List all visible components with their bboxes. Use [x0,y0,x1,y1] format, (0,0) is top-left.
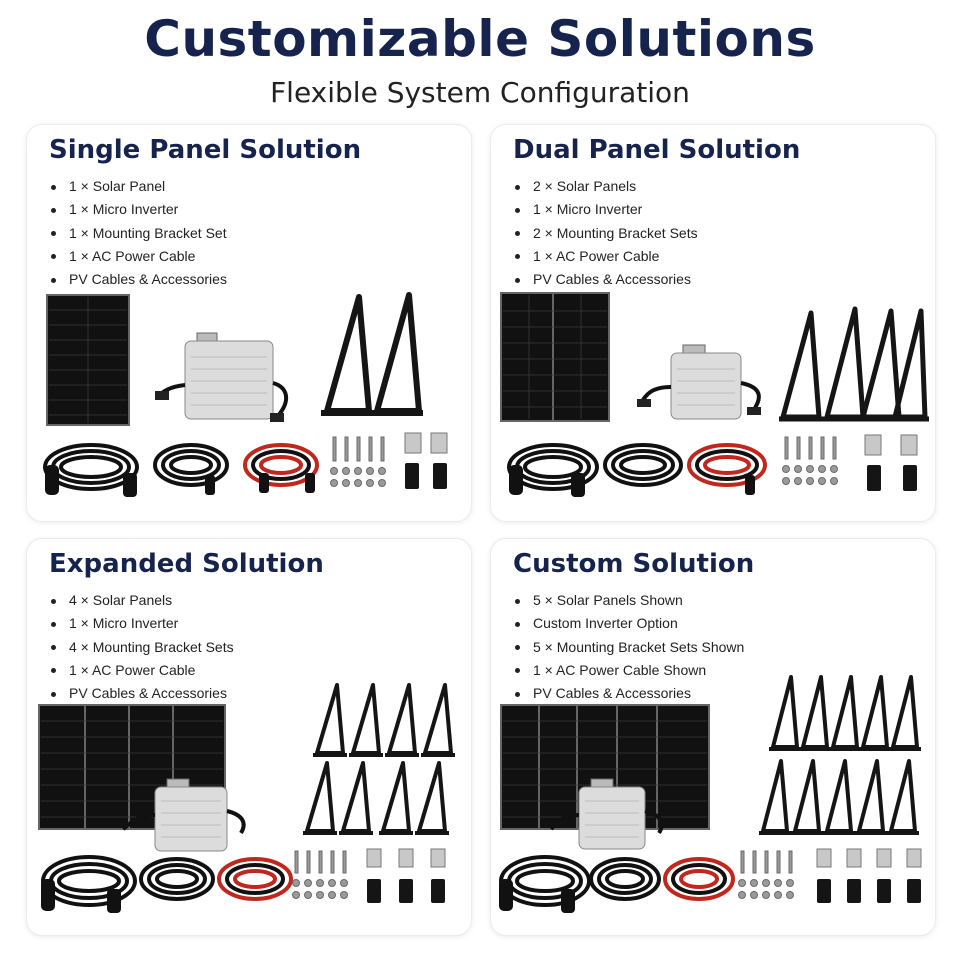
panel-clamp-icon [366,848,446,903]
list-item: Custom Inverter Option [513,612,744,635]
pv-cable-red-icon [663,857,735,901]
page-title: Customizable Solutions [144,10,816,68]
panel-clamp-icon [864,434,918,491]
ac-power-cable-icon [507,443,599,491]
panel-clamp-icon [816,848,922,903]
component-list: 1 × Solar Panel 1 × Micro Inverter 1 × M… [49,175,227,291]
micro-inverter-icon [155,332,289,422]
list-item: 2 × Solar Panels [513,175,698,198]
mounting-bracket-icon [759,675,921,835]
component-list: 2 × Solar Panels 1 × Micro Inverter 2 × … [513,175,698,291]
custom-illustration [499,675,922,913]
list-item: 1 × AC Power Cable Shown [513,659,744,682]
list-item: 2 × Mounting Bracket Sets [513,222,698,245]
card-expanded: Expanded Solution 4 × Solar Panels 1 × M… [26,538,472,936]
card-custom: Custom Solution 5 × Solar Panels Shown C… [490,538,936,936]
list-item: 1 × AC Power Cable [513,245,698,268]
component-list: 5 × Solar Panels Shown Custom Inverter O… [513,589,744,705]
bolts-and-nuts-icon [738,850,794,899]
bolts-and-nuts-icon [782,436,838,485]
ac-power-cable-icon [41,855,137,907]
list-item: 1 × Mounting Bracket Set [49,222,227,245]
solar-panel-icon [500,292,610,422]
list-item: PV Cables & Accessories [513,682,744,705]
list-item: 4 × Mounting Bracket Sets [49,636,234,659]
list-item: 1 × Micro Inverter [513,198,698,221]
mounting-bracket-icon [303,683,455,835]
panel-clamp-icon [404,432,448,489]
list-item: 1 × AC Power Cable [49,659,234,682]
micro-inverter-icon [549,778,664,850]
dual-panel-illustration [500,292,929,497]
list-item: 5 × Mounting Bracket Sets Shown [513,636,744,659]
card-title: Dual Panel Solution [513,135,801,165]
bolts-and-nuts-icon [292,850,348,899]
list-item: PV Cables & Accessories [49,268,227,291]
micro-inverter-icon [637,344,761,420]
bolts-and-nuts-icon [330,436,386,487]
list-item: 1 × Micro Inverter [49,612,234,635]
list-item: 1 × Solar Panel [49,175,227,198]
pv-cable-red-icon [687,443,767,487]
expanded-illustration [38,683,455,913]
solar-panel-icon [46,294,130,426]
single-panel-illustration [43,292,448,497]
pv-cable-black-icon [153,443,229,487]
pv-cable-black-icon [603,443,683,487]
card-title: Single Panel Solution [49,135,362,165]
pv-cable-red-icon [243,443,319,487]
list-item: 5 × Solar Panels Shown [513,589,744,612]
list-item: PV Cables & Accessories [49,682,234,705]
ac-power-cable-icon [499,855,591,907]
page-subtitle: Flexible System Configuration [270,76,690,109]
card-title: Custom Solution [513,549,755,579]
component-list: 4 × Solar Panels 1 × Micro Inverter 4 × … [49,589,234,705]
list-item: 4 × Solar Panels [49,589,234,612]
card-title: Expanded Solution [49,549,324,579]
pv-cable-black-icon [139,857,215,901]
pv-cable-black-icon [589,857,661,901]
micro-inverter-icon [121,778,246,852]
list-item: PV Cables & Accessories [513,268,698,291]
list-item: 1 × AC Power Cable [49,245,227,268]
list-item: 1 × Micro Inverter [49,198,227,221]
card-single-panel: Single Panel Solution 1 × Solar Panel 1 … [26,124,472,522]
pv-cable-red-icon [217,857,293,901]
card-dual-panel: Dual Panel Solution 2 × Solar Panels 1 ×… [490,124,936,522]
mounting-bracket-icon [321,292,423,416]
mounting-bracket-icon [779,306,929,422]
